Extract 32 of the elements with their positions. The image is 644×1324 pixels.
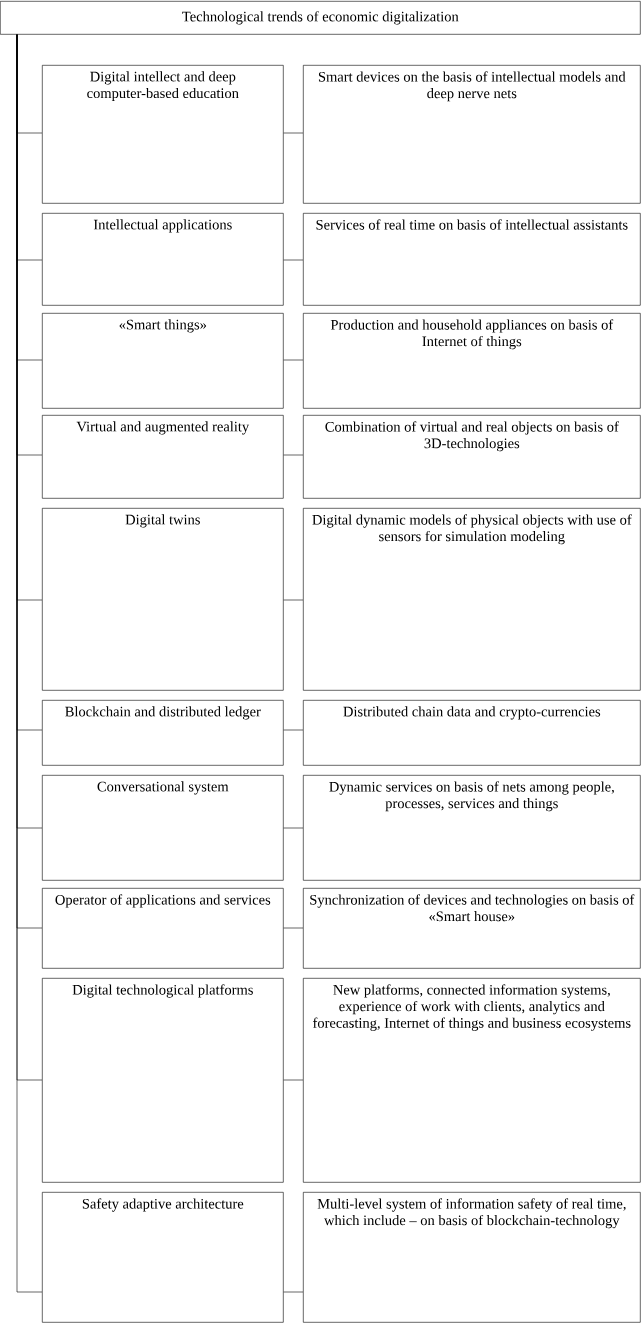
trend-box: Blockchain and distributed ledger <box>42 700 284 766</box>
connector-line <box>283 454 304 456</box>
connector-line <box>283 927 304 929</box>
description-box: Synchronization of devices and technologies on basis of «Smart house» <box>303 888 641 969</box>
description-box: Services of real time on basis of intellectual assistants <box>303 213 641 306</box>
connector-line <box>283 729 304 731</box>
trend-box: Conversational system <box>42 775 284 881</box>
connector-line <box>16 34 43 1293</box>
description-box: Digital dynamic models of physical objects with use of sensors for simulation modeling <box>303 508 641 691</box>
description-box: Distributed chain data and crypto-currencies <box>303 700 641 766</box>
connector-line <box>283 132 304 134</box>
title-box: Technological trends of economic digitalization <box>0 1 641 35</box>
trend-box: Safety adaptive architecture <box>42 1192 284 1323</box>
trend-box: Digital technological platforms <box>42 978 284 1183</box>
trend-box: «Smart things» <box>42 313 284 409</box>
connector-line <box>283 1079 304 1081</box>
trend-box: Virtual and augmented reality <box>42 415 284 499</box>
trend-box: Digital intellect and deep computer-based education <box>42 65 284 204</box>
description-box: Multi-level system of information safety of real time, which include – on basis of blockchain-technology <box>303 1192 641 1323</box>
description-box: New platforms, connected information systems, experience of work with clients, analytics and forecasting, Internet of things and business ecosystems <box>303 978 641 1183</box>
description-box: Production and household appliances on basis of Internet of things <box>303 313 641 409</box>
description-box: Dynamic services on basis of nets among people, processes, services and things <box>303 775 641 881</box>
connector-line <box>283 259 304 261</box>
description-box: Smart devices on the basis of intellectual models and deep nerve nets <box>303 65 641 204</box>
connector-line <box>283 827 304 829</box>
connector-line <box>283 359 304 361</box>
trend-box: Digital twins <box>42 508 284 691</box>
trend-box: Operator of applications and services <box>42 888 284 969</box>
connector-line <box>283 599 304 601</box>
trend-box: Intellectual applications <box>42 213 284 306</box>
connector-line <box>283 1291 304 1293</box>
description-box: Combination of virtual and real objects on basis of 3D-technologies <box>303 415 641 499</box>
